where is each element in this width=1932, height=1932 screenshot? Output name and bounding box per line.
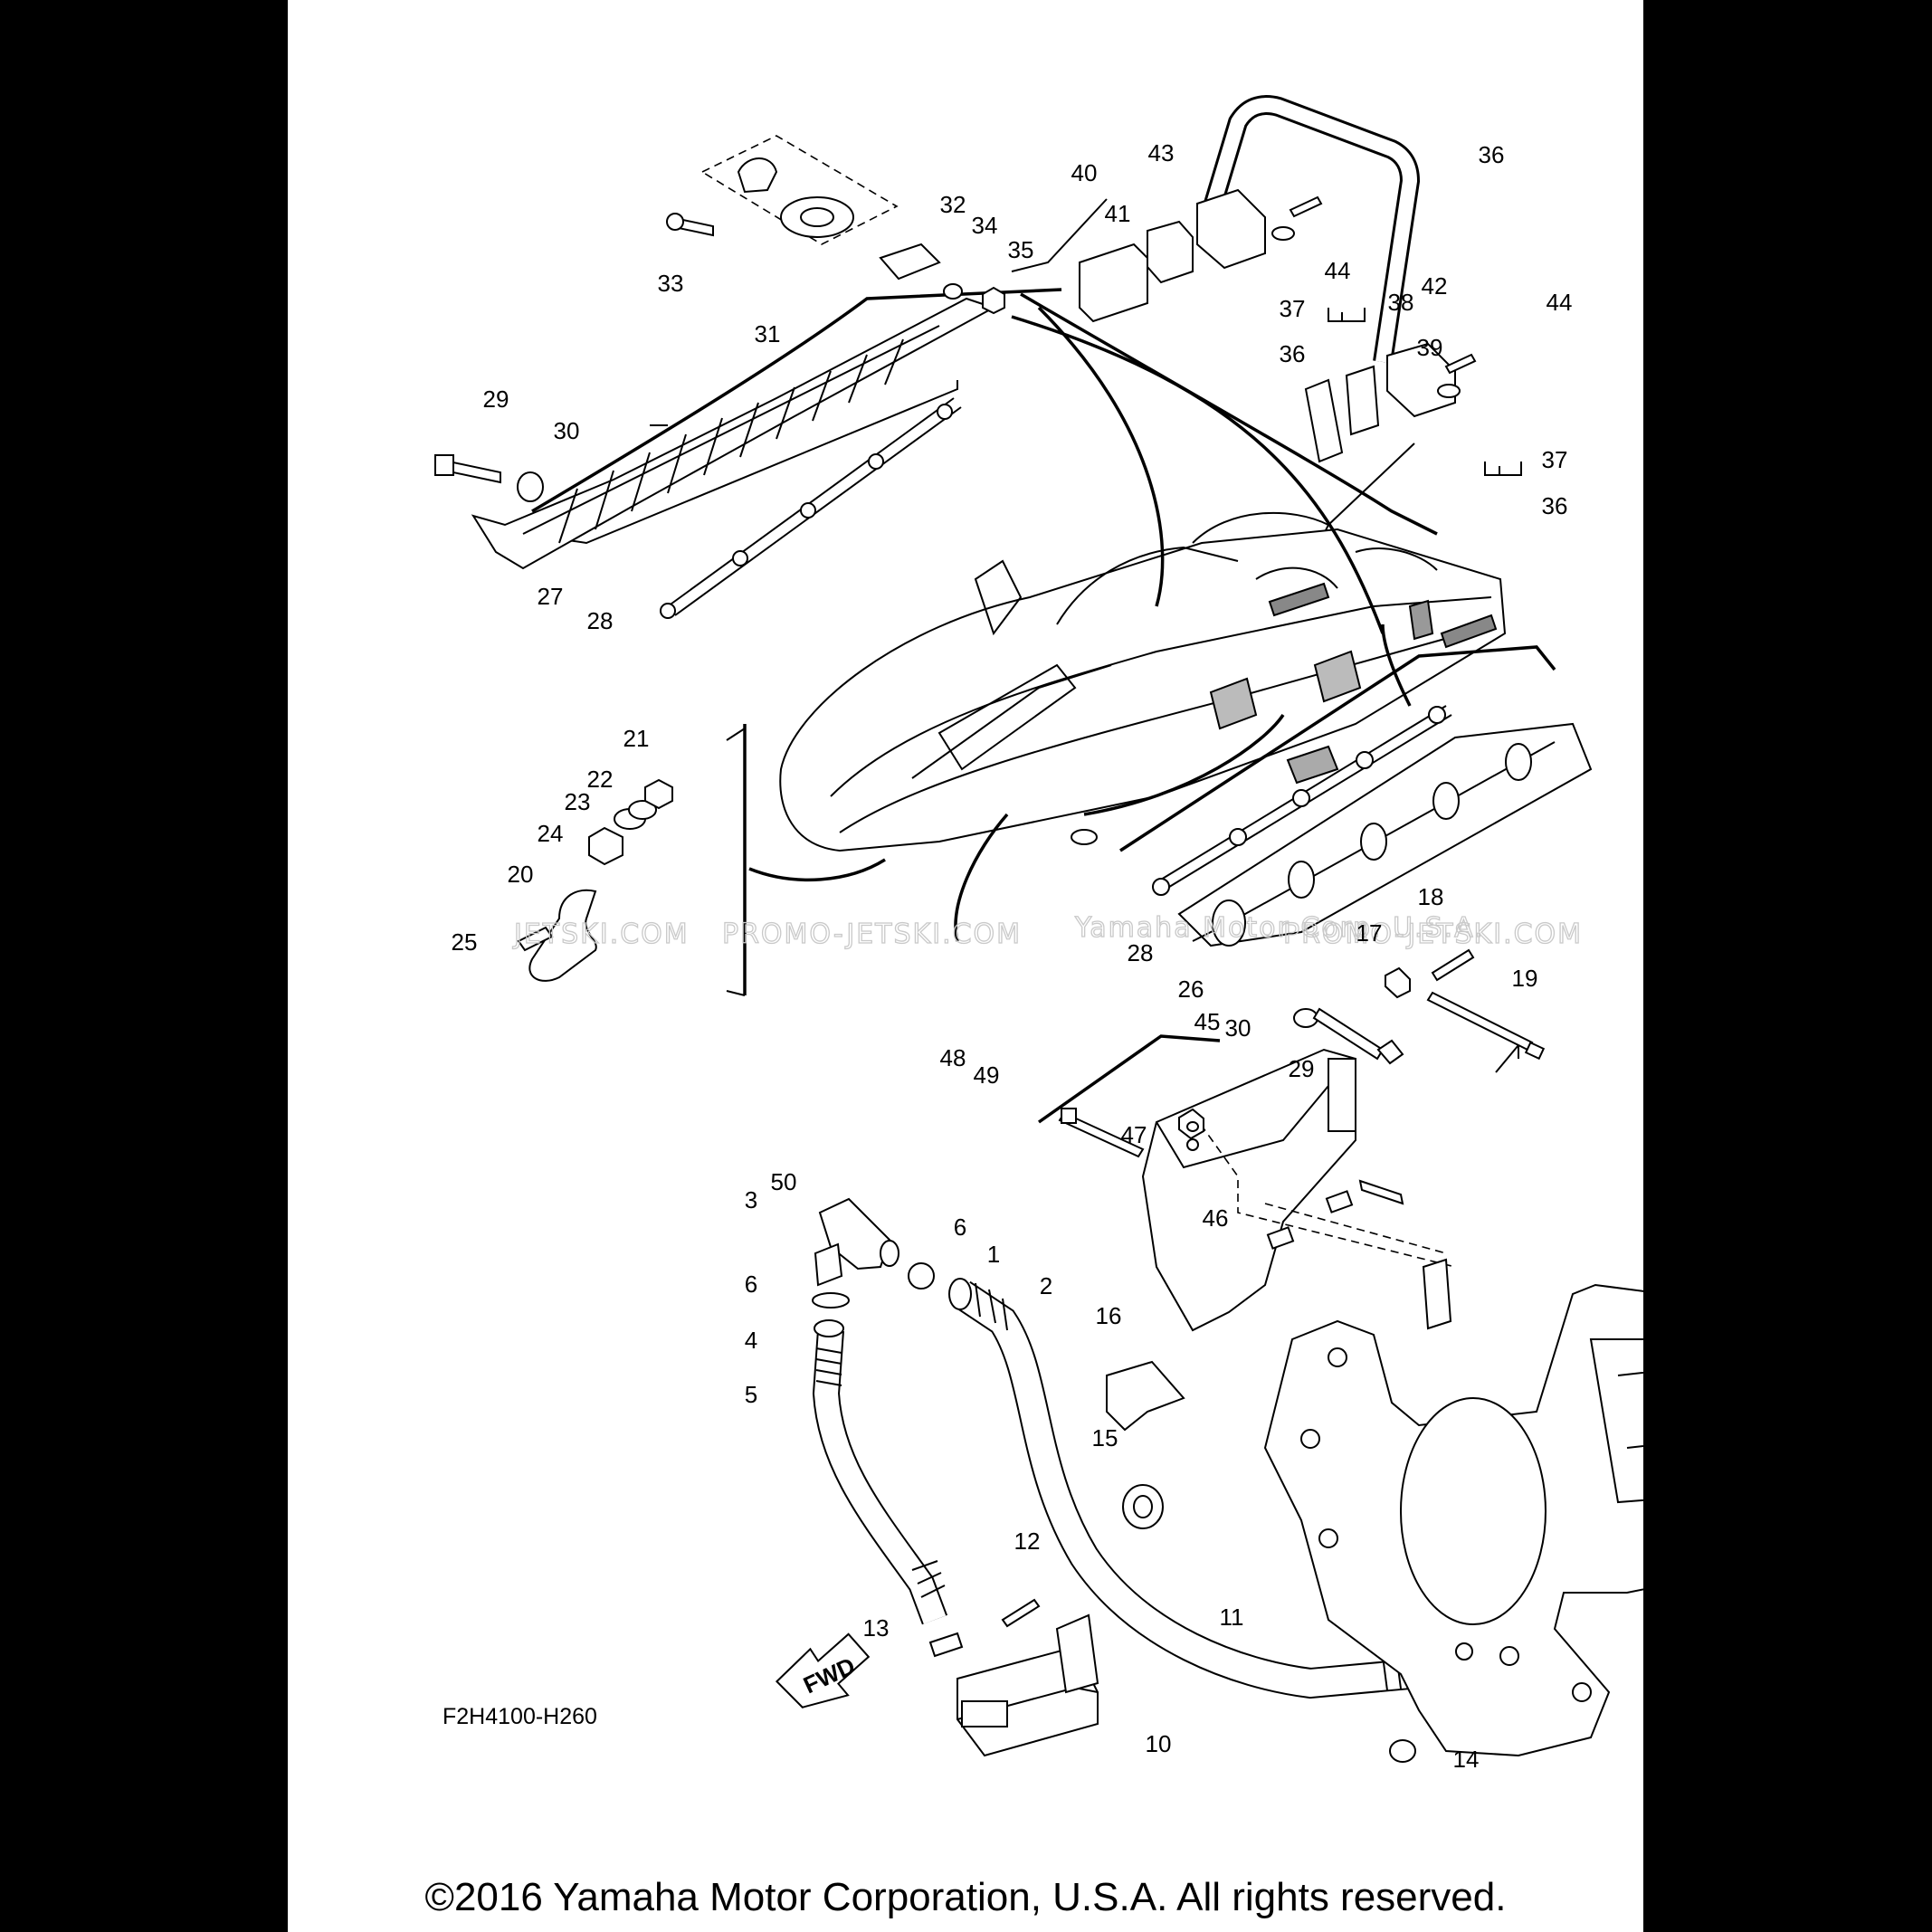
- callout-5: 5: [745, 1381, 757, 1408]
- watermark: JETSKI.COM PROMO-JETSKI.COM Yamaha Motor…: [511, 911, 1583, 950]
- callout-37a: 37: [1280, 295, 1306, 322]
- callout-30b: 30: [1225, 1014, 1252, 1042]
- callout-43: 43: [1148, 139, 1175, 167]
- callout-16: 16: [1096, 1302, 1122, 1329]
- callout-3: 3: [745, 1186, 757, 1213]
- callout-23: 23: [565, 788, 591, 815]
- copyright-notice: ©2016 Yamaha Motor Corporation, U.S.A. A…: [424, 1875, 1507, 1919]
- callout-10: 10: [1146, 1730, 1172, 1757]
- callout-30a: 30: [554, 417, 580, 444]
- intake-cover-assembly: [1058, 1048, 1456, 1332]
- callout-33: 33: [658, 270, 684, 297]
- grab-rail-assembly: [434, 135, 1062, 619]
- callout-labels: 1 2 3 4 5 6 6 7 8 9 10 11 12 13 14 15 16…: [452, 139, 1573, 1773]
- callout-50: 50: [771, 1168, 797, 1195]
- callout-4: 4: [745, 1327, 757, 1354]
- watermark-center: PROMO-JETSKI.COM: [722, 918, 1022, 950]
- callout-26: 26: [1178, 976, 1204, 1003]
- hose-assembly: [812, 1197, 1415, 1757]
- watermark-right: PROMO-JETSKI.COM: [1283, 918, 1583, 950]
- callout-42: 42: [1422, 272, 1448, 300]
- jet-pump-housing: [1263, 1283, 1643, 1763]
- diagram-code: F2H4100-H260: [443, 1704, 597, 1729]
- callout-6a: 6: [954, 1213, 966, 1241]
- callout-28b: 28: [1128, 939, 1154, 966]
- callout-41: 41: [1105, 200, 1131, 227]
- bow-eye-assembly: [517, 778, 673, 982]
- callout-15: 15: [1092, 1424, 1118, 1451]
- callout-44b: 44: [1547, 289, 1573, 316]
- callout-27: 27: [538, 583, 564, 610]
- watermark-left: JETSKI.COM: [512, 918, 690, 950]
- callout-13: 13: [863, 1614, 890, 1642]
- callout-1: 1: [987, 1241, 1000, 1268]
- callout-22: 22: [587, 766, 614, 793]
- callout-49: 49: [974, 1061, 1000, 1089]
- exploded-parts-diagram: FWD JETSKI.COM PROMO-JETSKI.COM Yamaha M…: [434, 95, 1643, 1773]
- watermark-owner: Yamaha Motor Corp. U.S.A.: [1074, 912, 1485, 944]
- callout-19: 19: [1512, 965, 1538, 992]
- callout-25: 25: [452, 928, 478, 956]
- callout-40: 40: [1071, 159, 1098, 186]
- callout-48: 48: [940, 1044, 966, 1071]
- watercraft-hull: [779, 511, 1507, 852]
- callout-17: 17: [1356, 919, 1383, 947]
- callout-36a: 36: [1479, 141, 1505, 168]
- callout-21: 21: [623, 725, 650, 752]
- callout-32: 32: [940, 191, 966, 218]
- callout-28a: 28: [587, 607, 614, 634]
- callout-36c: 36: [1542, 492, 1568, 519]
- boarding-handle-assembly: [1011, 95, 1522, 544]
- callout-20: 20: [508, 861, 534, 888]
- callout-29b: 29: [1289, 1055, 1315, 1082]
- callout-46: 46: [1203, 1204, 1229, 1232]
- callout-29a: 29: [483, 385, 509, 413]
- callout-37b: 37: [1542, 446, 1568, 473]
- callout-18: 18: [1418, 883, 1444, 910]
- callout-14: 14: [1453, 1746, 1480, 1773]
- callout-34: 34: [972, 212, 998, 239]
- leader-lines: [650, 306, 1551, 1124]
- callout-2: 2: [1040, 1272, 1052, 1299]
- callout-38: 38: [1388, 289, 1414, 316]
- callout-35: 35: [1008, 236, 1034, 263]
- side-rail-assembly: [1119, 645, 1593, 1065]
- callout-11: 11: [1220, 1604, 1244, 1631]
- callout-45: 45: [1194, 1008, 1221, 1035]
- callout-44a: 44: [1325, 257, 1351, 284]
- callout-36b: 36: [1280, 340, 1306, 367]
- diagram-sheet: FWD JETSKI.COM PROMO-JETSKI.COM Yamaha M…: [288, 0, 1643, 1932]
- callout-47: 47: [1121, 1121, 1147, 1148]
- callout-24: 24: [538, 820, 564, 847]
- callout-12: 12: [1014, 1528, 1041, 1555]
- forward-direction-arrow: FWD: [775, 1632, 871, 1708]
- callout-39: 39: [1417, 334, 1443, 361]
- callout-31: 31: [755, 320, 781, 347]
- callout-6b: 6: [745, 1271, 757, 1298]
